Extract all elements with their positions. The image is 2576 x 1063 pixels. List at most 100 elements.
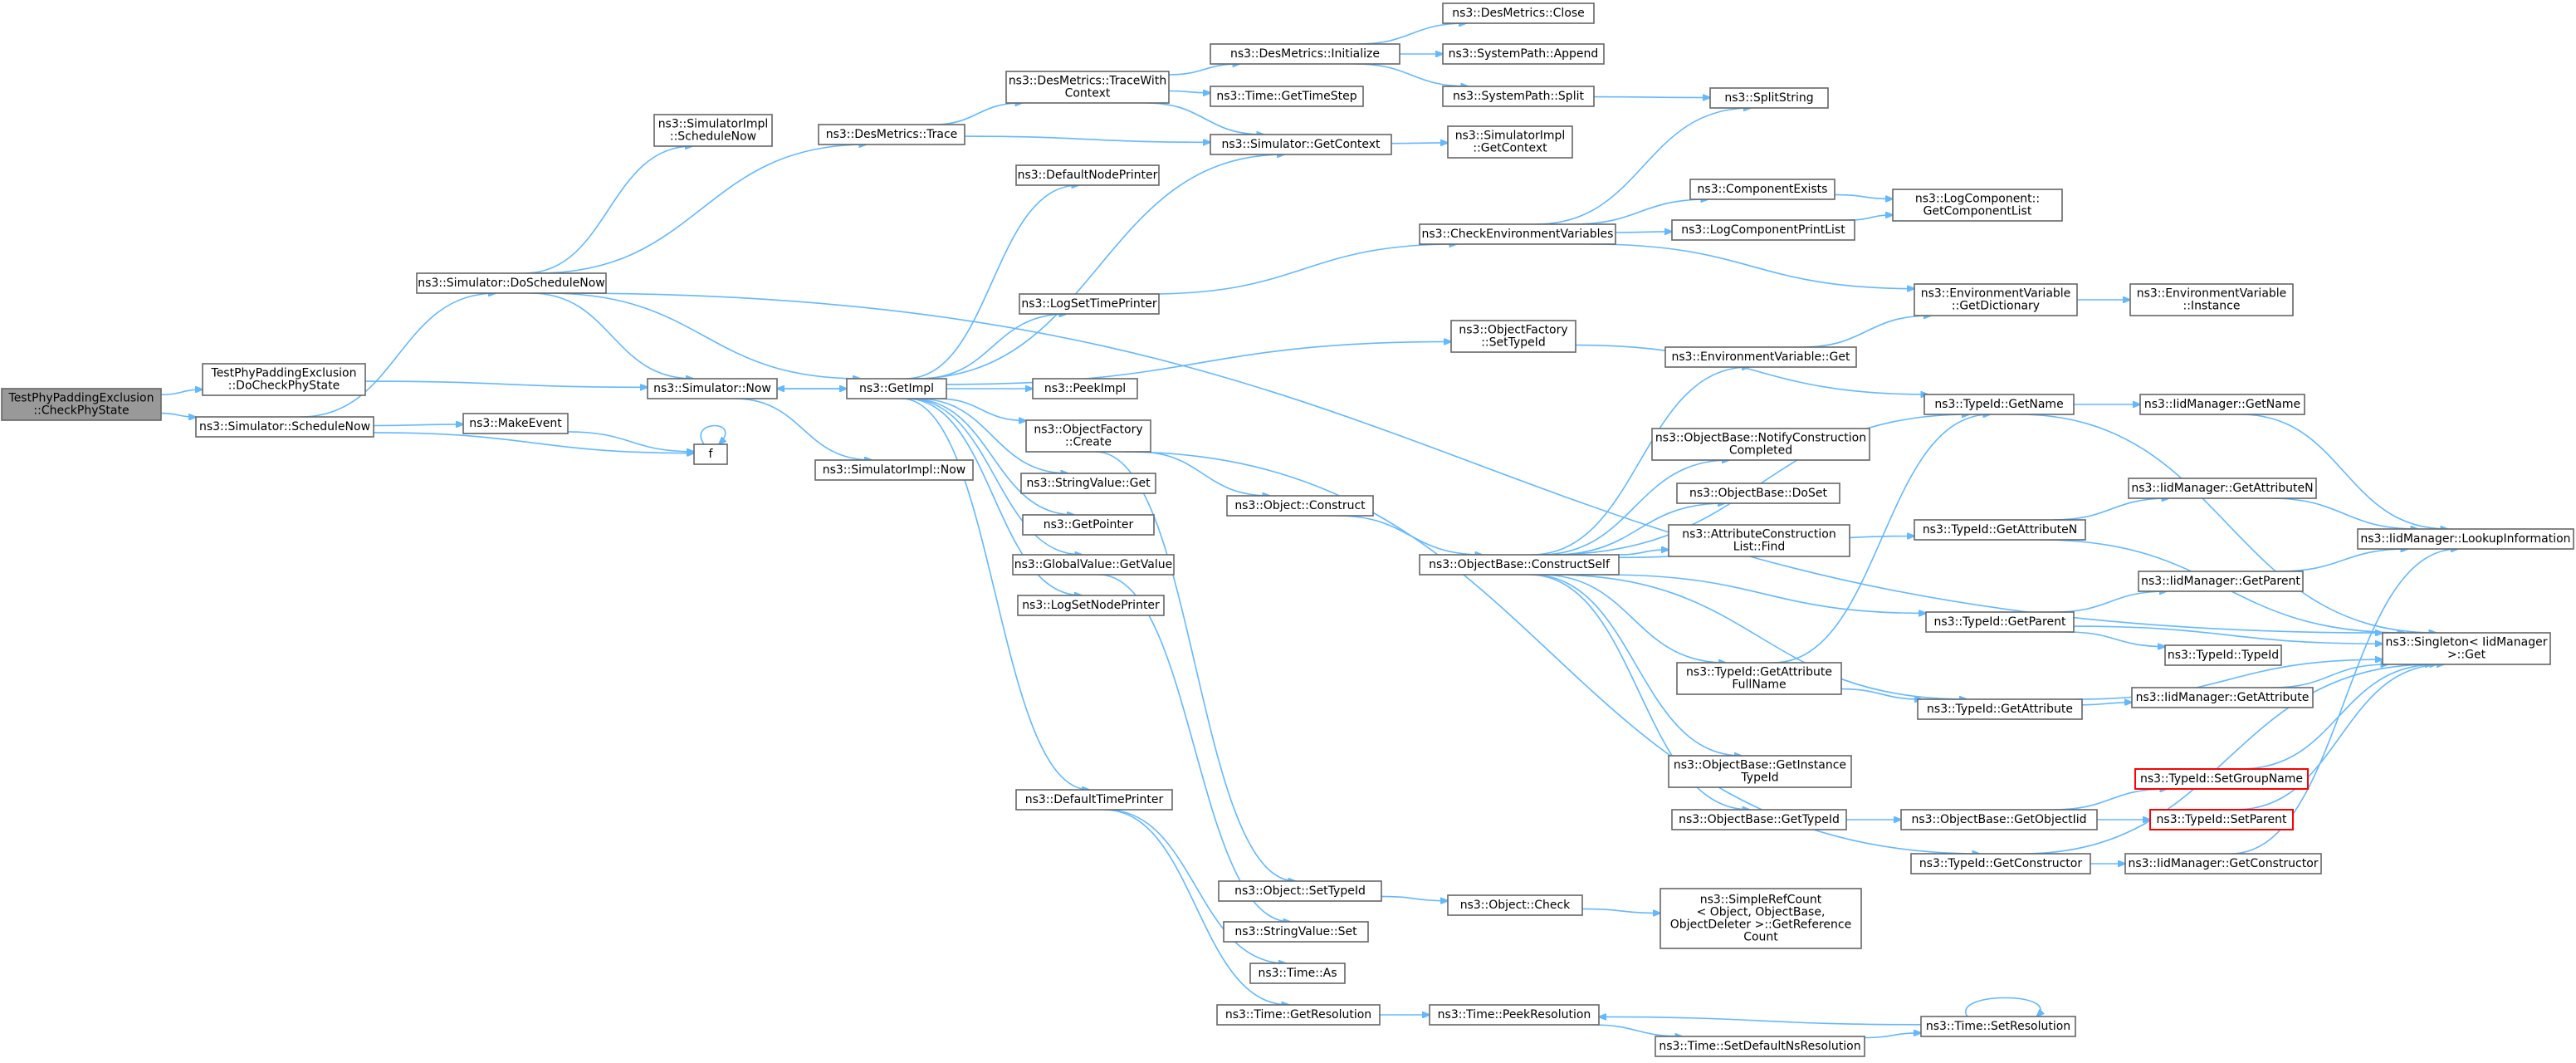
node-label-line: ns3::PeekImpl bbox=[1044, 382, 1126, 395]
node-label-line: ns3::TypeId::SetParent bbox=[2157, 813, 2287, 826]
node-getContext[interactable]: ns3::Simulator::GetContext bbox=[1210, 134, 1392, 155]
node-simNow[interactable]: ns3::Simulator::Now bbox=[647, 378, 778, 399]
node-label-line: TestPhyPaddingExclusion bbox=[211, 367, 357, 380]
node-peekResolution[interactable]: ns3::Time::PeekResolution bbox=[1429, 1004, 1600, 1026]
node-logSetTimePrinter[interactable]: ns3::LogSetTimePrinter bbox=[1019, 293, 1160, 315]
edge-objSetTypeId-to-objCheck bbox=[1381, 895, 1448, 900]
node-envInstance[interactable]: ns3::EnvironmentVariable::Instance bbox=[2129, 283, 2294, 316]
node-singletonGet[interactable]: ns3::Singleton< IidManager>::Get bbox=[2382, 632, 2551, 665]
edge-getImpl-to-ofCreate bbox=[936, 398, 1026, 421]
node-checkEnv[interactable]: ns3::CheckEnvironmentVariables bbox=[1419, 223, 1616, 245]
node-obDoSet[interactable]: ns3::ObjectBase::DoSet bbox=[1676, 483, 1840, 504]
node-root[interactable]: TestPhyPaddingExclusion::CheckPhyState bbox=[1, 388, 162, 421]
node-tidGetAttrN[interactable]: ns3::TypeId::GetAttributeN bbox=[1914, 519, 2086, 541]
node-box bbox=[846, 378, 947, 399]
node-setDefaultNsRes[interactable]: ns3::Time::SetDefaultNsResolution bbox=[1655, 1036, 1865, 1057]
edge-f-to-f bbox=[700, 424, 726, 445]
node-label-line: ns3::IidManager::LookupInformation bbox=[2360, 532, 2570, 546]
node-setParent[interactable]: ns3::TypeId::SetParent bbox=[2149, 809, 2294, 830]
node-spAppend[interactable]: ns3::SystemPath::Append bbox=[1442, 43, 1605, 65]
node-iidGetParent[interactable]: ns3::IidManager::GetParent bbox=[2138, 571, 2304, 592]
node-splitString[interactable]: ns3::SplitString bbox=[1709, 87, 1829, 109]
node-defNodePrinter[interactable]: ns3::DefaultNodePrinter bbox=[1015, 164, 1160, 186]
edge-tidGetParent-to-iidGetParent bbox=[2054, 591, 2167, 613]
node-f[interactable]: f bbox=[693, 443, 728, 465]
node-box bbox=[1676, 662, 1842, 695]
node-box bbox=[1892, 189, 2063, 222]
node-label-line: ns3::TypeId::GetName bbox=[1934, 398, 2063, 411]
node-setResolution[interactable]: ns3::Time::SetResolution bbox=[1920, 1016, 2076, 1037]
node-objSetTypeId[interactable]: ns3::Object::SetTypeId bbox=[1218, 880, 1382, 902]
node-logSetNodePrinter[interactable]: ns3::LogSetNodePrinter bbox=[1017, 595, 1165, 616]
edge-constructSelf-to-notifyConstruction bbox=[1539, 460, 1729, 556]
node-label-line: ns3::Time::PeekResolution bbox=[1438, 1008, 1591, 1021]
edge-getContext-to-implGetContext bbox=[1391, 143, 1448, 144]
node-constructSelf[interactable]: ns3::ObjectBase::ConstructSelf bbox=[1419, 554, 1620, 576]
node-obGetObjectIid[interactable]: ns3::ObjectBase::GetObjectIid bbox=[1900, 809, 2098, 830]
node-tidGetParent[interactable]: ns3::TypeId::GetParent bbox=[1925, 611, 2075, 633]
node-implNow[interactable]: ns3::SimulatorImpl::Now bbox=[814, 459, 974, 481]
node-label-line: ns3::Time::SetDefaultNsResolution bbox=[1659, 1040, 1860, 1053]
node-implSchedNow[interactable]: ns3::SimulatorImpl::ScheduleNow bbox=[653, 114, 773, 147]
node-tidTypeId[interactable]: ns3::TypeId::TypeId bbox=[2164, 644, 2282, 666]
node-compExists[interactable]: ns3::ComponentExists bbox=[1689, 179, 1835, 200]
node-ofSetTypeId[interactable]: ns3::ObjectFactory::SetTypeId bbox=[1450, 320, 1576, 353]
node-srcGetRefCount[interactable]: ns3::SimpleRefCount< Object, ObjectBase,… bbox=[1659, 888, 1862, 949]
node-ofCreate[interactable]: ns3::ObjectFactory::Create bbox=[1025, 419, 1151, 453]
node-iidGetAttrN[interactable]: ns3::IidManager::GetAttributeN bbox=[2128, 478, 2317, 499]
node-timeAs[interactable]: ns3::Time::As bbox=[1249, 963, 1346, 984]
node-desInit[interactable]: ns3::DesMetrics::Initialize bbox=[1210, 43, 1400, 65]
node-tidGetAttr[interactable]: ns3::TypeId::GetAttribute bbox=[1917, 698, 2083, 720]
node-getResolution[interactable]: ns3::Time::GetResolution bbox=[1216, 1004, 1381, 1026]
node-objConstruct[interactable]: ns3::Object::Construct bbox=[1226, 495, 1374, 517]
edge-constructSelf-to-envVarGet bbox=[1530, 367, 1749, 556]
node-svSet[interactable]: ns3::StringValue::Set bbox=[1223, 921, 1369, 943]
edge-traceWithCtx-to-desInit bbox=[1168, 64, 1239, 76]
node-label-line: GetComponentList bbox=[1923, 205, 2032, 218]
node-doCheck[interactable]: TestPhyPaddingExclusion::DoCheckPhyState bbox=[202, 363, 366, 396]
node-envGetDict[interactable]: ns3::EnvironmentVariable::GetDictionary bbox=[1914, 283, 2078, 316]
node-obGetTypeId[interactable]: ns3::ObjectBase::GetTypeId bbox=[1671, 809, 1847, 830]
node-desTrace[interactable]: ns3::DesMetrics::Trace bbox=[818, 124, 965, 145]
node-tidGetConstructor[interactable]: ns3::TypeId::GetConstructor bbox=[1910, 853, 2091, 874]
node-label-line: ns3::Object::Construct bbox=[1234, 499, 1366, 512]
node-setGroupName[interactable]: ns3::TypeId::SetGroupName bbox=[2134, 768, 2309, 790]
node-spSplit[interactable]: ns3::SystemPath::Split bbox=[1442, 86, 1595, 107]
node-label-line: ns3::GlobalValue::GetValue bbox=[1014, 558, 1172, 571]
node-tidGetName[interactable]: ns3::TypeId::GetName bbox=[1923, 394, 2075, 415]
node-notifyConstruction[interactable]: ns3::ObjectBase::NotifyConstructionCompl… bbox=[1651, 428, 1870, 461]
node-label-line: ns3::GetPointer bbox=[1044, 518, 1134, 532]
node-box bbox=[1442, 2, 1595, 24]
node-desClose[interactable]: ns3::DesMetrics::Close bbox=[1442, 2, 1595, 24]
node-box bbox=[1709, 87, 1829, 109]
node-logCompPrintList[interactable]: ns3::LogComponentPrintList bbox=[1671, 219, 1855, 241]
node-doSchedNow[interactable]: ns3::Simulator::DoScheduleNow bbox=[416, 272, 607, 294]
node-getCompList[interactable]: ns3::LogComponent::GetComponentList bbox=[1892, 189, 2063, 222]
node-box bbox=[647, 378, 778, 399]
node-objCheck[interactable]: ns3::Object::Check bbox=[1447, 894, 1583, 916]
edge-getImpl-to-defTimePrinter bbox=[901, 398, 1089, 790]
node-iidGetConstructor[interactable]: ns3::IidManager::GetConstructor bbox=[2124, 853, 2322, 874]
edge-getImpl-to-getPointer bbox=[910, 398, 1074, 515]
node-defTimePrinter[interactable]: ns3::DefaultTimePrinter bbox=[1015, 789, 1173, 811]
node-lookupInfo[interactable]: ns3::IidManager::LookupInformation bbox=[2357, 528, 2574, 550]
node-gvGetValue[interactable]: ns3::GlobalValue::GetValue bbox=[1012, 554, 1175, 576]
node-iidGetAttr[interactable]: ns3::IidManager::GetAttribute bbox=[2131, 687, 2314, 708]
node-peekImpl[interactable]: ns3::PeekImpl bbox=[1032, 378, 1138, 399]
node-iidGetName[interactable]: ns3::IidManager::GetName bbox=[2139, 394, 2305, 415]
node-schedNow[interactable]: ns3::Simulator::ScheduleNow bbox=[195, 416, 374, 438]
node-makeEvent[interactable]: ns3::MakeEvent bbox=[462, 413, 569, 434]
node-box bbox=[1900, 809, 2098, 830]
node-implGetContext[interactable]: ns3::SimulatorImpl::GetContext bbox=[1447, 125, 1573, 159]
node-svGet[interactable]: ns3::StringValue::Get bbox=[1020, 473, 1156, 494]
node-getPointer[interactable]: ns3::GetPointer bbox=[1022, 514, 1155, 536]
node-box bbox=[1910, 853, 2091, 874]
node-box bbox=[1223, 921, 1369, 943]
node-getTimeStep[interactable]: ns3::Time::GetTimeStep bbox=[1210, 86, 1364, 107]
node-getImpl[interactable]: ns3::GetImpl bbox=[846, 378, 947, 399]
node-envVarGet[interactable]: ns3::EnvironmentVariable::Get bbox=[1664, 346, 1857, 368]
